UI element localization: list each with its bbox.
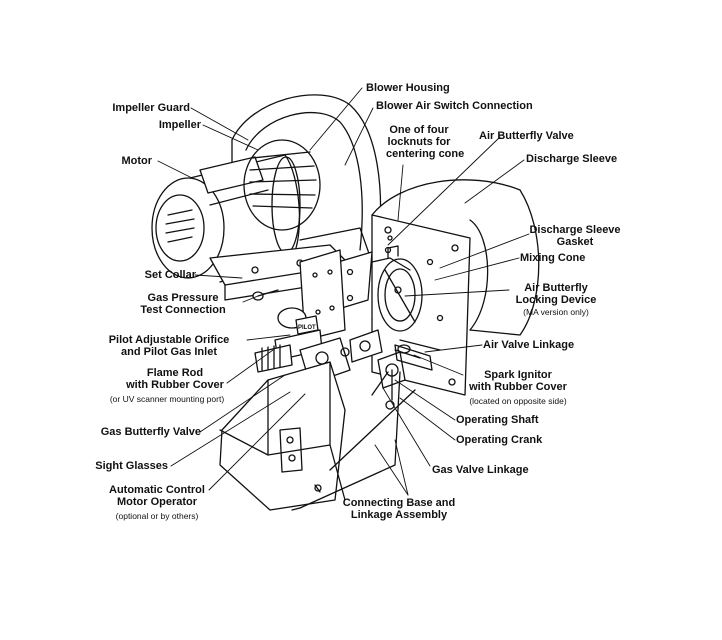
label-sight-glasses: Sight Glasses: [95, 460, 168, 472]
actuator-box: [219, 361, 346, 511]
label-air-valve-linkage: Air Valve Linkage: [483, 339, 575, 351]
label-connecting-base: Connecting Base and Linkage Assembly: [336, 497, 462, 521]
gas-test-port: [252, 289, 279, 301]
label-blower-housing: Blower Housing: [366, 82, 450, 94]
label-pilot-orifice: Pilot Adjustable Orifice and Pilot Gas I…: [92, 334, 246, 358]
label-gas-pressure-line1: Gas Pressure: [147, 292, 219, 304]
label-spark-ignitor: Spark Ignitor with Rubber Cover: [458, 369, 578, 393]
label-auto-line2: Motor Operator: [116, 496, 198, 508]
impeller-guard: [243, 139, 321, 231]
motor: [151, 154, 301, 283]
label-opposite-side: (located on opposite side): [469, 396, 567, 406]
label-locknuts: One of four locknuts for centering cone: [386, 124, 465, 160]
pilot-plate-text: PILOT: [298, 325, 316, 331]
label-blower-air-switch: Blower Air Switch Connection: [376, 100, 533, 112]
label-pilot-line2: and Pilot Gas Inlet: [121, 346, 217, 358]
label-impeller: Impeller: [158, 119, 201, 131]
label-operating-crank: Operating Crank: [456, 434, 543, 446]
label-gasket-line1: Discharge Sleeve: [529, 224, 621, 236]
label-discharge-sleeve: Discharge Sleeve: [526, 153, 618, 165]
label-spark-line2: with Rubber Cover: [469, 381, 567, 393]
label-discharge-sleeve-gasket: Discharge Sleeve Gasket: [528, 224, 622, 248]
label-operating-shaft: Operating Shaft: [456, 414, 539, 426]
label-uv-scanner: (or UV scanner mounting port): [109, 394, 225, 404]
label-optional: (optional or by others): [115, 511, 199, 521]
label-pilot-line1: Pilot Adjustable Orifice: [108, 334, 230, 346]
label-flame-line1: Flame Rod: [146, 367, 204, 379]
label-locknuts-line1: One of four: [389, 124, 449, 136]
label-gas-valve-linkage: Gas Valve Linkage: [432, 464, 529, 476]
label-auto-line1: Automatic Control: [109, 484, 205, 496]
spark-ignitor: [394, 344, 421, 359]
label-locknuts-line2: locknuts for: [387, 136, 451, 148]
label-set-collar: Set Collar: [144, 269, 196, 281]
label-air-butterfly-valve: Air Butterfly Valve: [479, 130, 574, 142]
leader-lines: [157, 87, 530, 496]
label-locking-line2: Locking Device: [515, 294, 597, 306]
label-flame-rod: Flame Rod with Rubber Cover: [120, 367, 230, 391]
label-gasket-line2: Gasket: [556, 236, 594, 248]
label-base-line1: Connecting Base and: [342, 497, 456, 509]
label-air-butterfly-locking: Air Butterfly Locking Device (MA version…: [510, 282, 602, 318]
connecting-rods: [291, 371, 416, 511]
label-flame-line2: with Rubber Cover: [126, 379, 224, 391]
pilot-nameplate: [295, 315, 319, 335]
label-impeller-guard: Impeller Guard: [112, 102, 190, 114]
label-auto-control: Automatic Control Motor Operator: [104, 484, 210, 508]
label-mixing-cone: Mixing Cone: [520, 252, 586, 264]
label-locking-line1: Air Butterfly: [524, 282, 588, 294]
label-gas-pressure-line2: Test Connection: [140, 304, 226, 316]
label-ma-version: (MA version only): [523, 307, 589, 317]
label-base-line2: Linkage Assembly: [350, 509, 448, 521]
label-gas-pressure-test: Gas Pressure Test Connection: [124, 292, 242, 316]
label-spark-line1: Spark Ignitor: [484, 369, 552, 381]
label-locknuts-line3: centering cone: [386, 148, 465, 160]
label-motor: Motor: [121, 155, 152, 167]
label-gas-butterfly-valve: Gas Butterfly Valve: [100, 426, 201, 438]
